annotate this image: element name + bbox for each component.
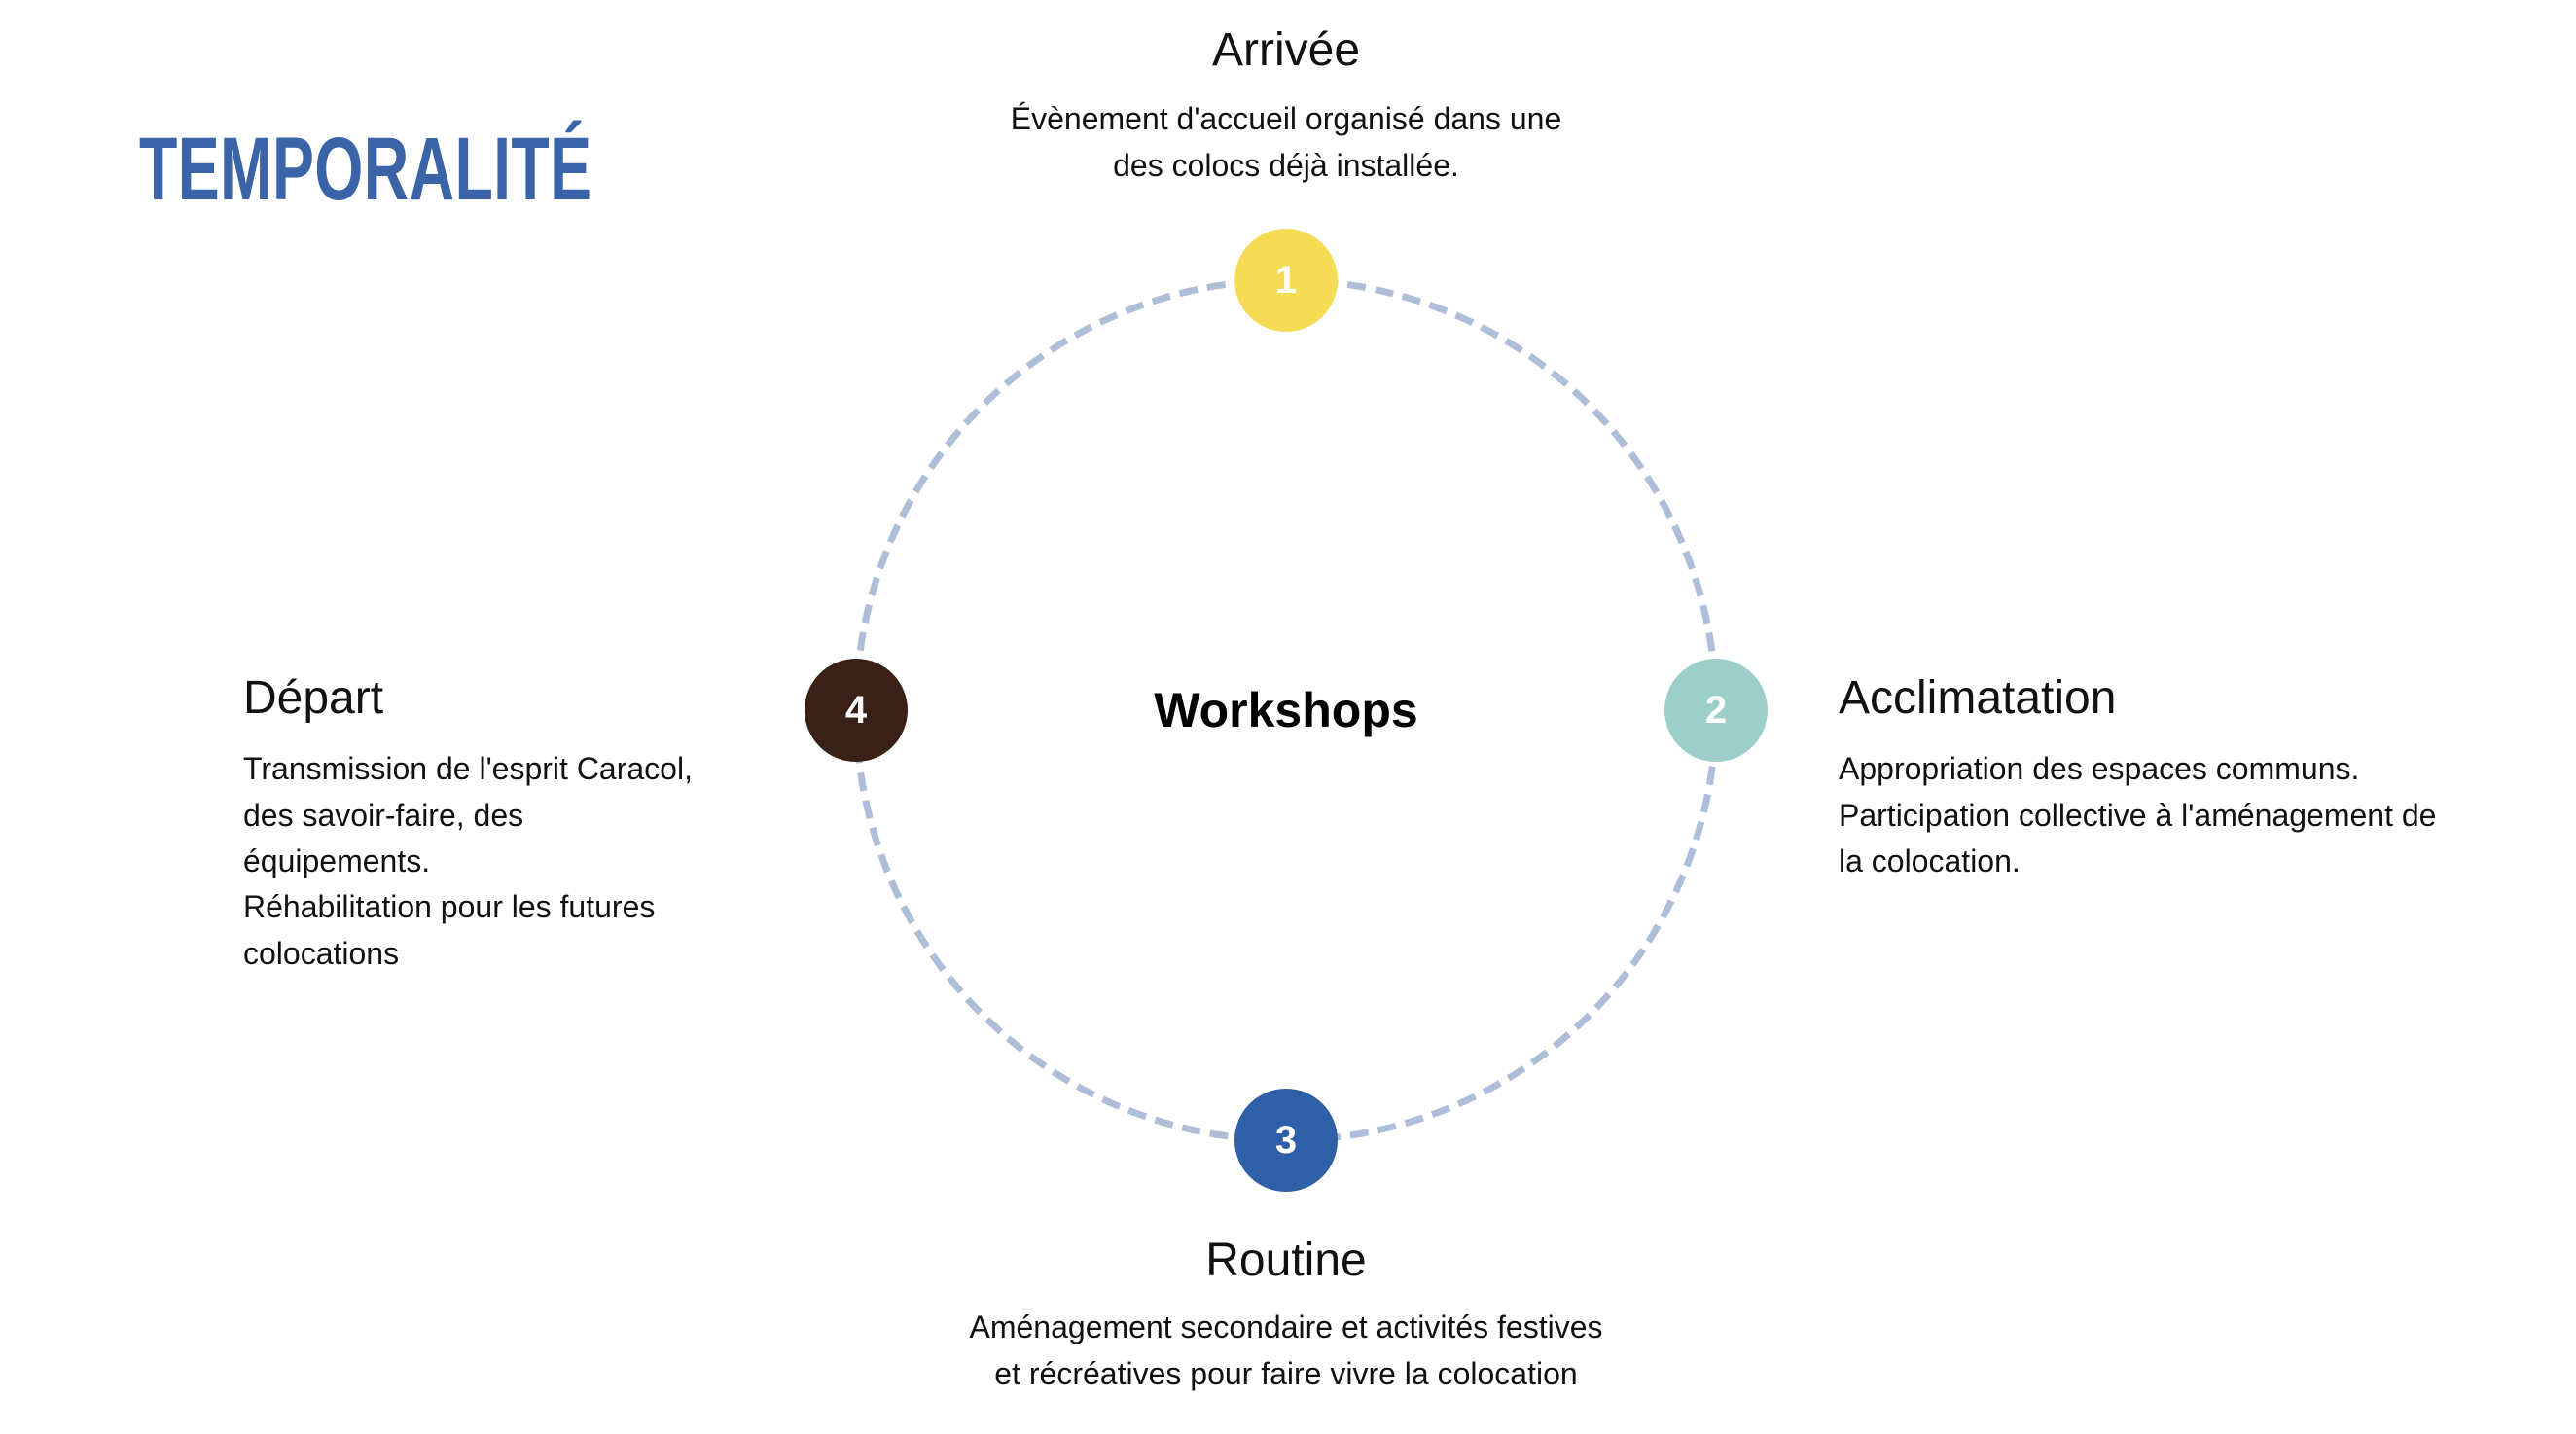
diagram-center-label: Workshops <box>1154 683 1418 737</box>
desc-line: Appropriation des espaces communs. <box>1839 751 2360 787</box>
stage-title-routine: Routine <box>1205 1235 1367 1286</box>
stage-block-acclimatation: Acclimatation Appropriation des espaces … <box>1839 671 2539 884</box>
desc-line: Réhabilitation pour les futures <box>243 889 656 925</box>
cycle-node-1[interactable]: 1 <box>1234 229 1338 332</box>
cycle-node-4[interactable]: 4 <box>805 659 908 762</box>
desc-line: la colocation. <box>1839 842 2021 878</box>
page-title: TEMPORALITÉ <box>139 120 592 219</box>
stage-desc-depart: Transmission de l'esprit Caracol, des sav… <box>243 746 788 977</box>
desc-line: Évènement d'accueil organisé dans une <box>1010 101 1562 137</box>
desc-line: Aménagement secondaire et activités fest… <box>969 1309 1603 1345</box>
desc-line: et récréatives pour faire vivre la coloc… <box>994 1355 1578 1391</box>
stage-title-arrivee: Arrivée <box>1211 24 1361 76</box>
stage-block-routine: Routine Aménagement secondaire et activi… <box>970 1234 1603 1397</box>
cycle-node-2-number: 2 <box>1704 689 1728 732</box>
desc-line: des colocs déjà installée. <box>1113 147 1459 183</box>
stage-block-arrivee: Arrivée Évènement d'accueil organisé dan… <box>955 23 1617 189</box>
stage-title-acclimatation: Acclimatation <box>1839 672 2117 724</box>
stage-desc-acclimatation: Appropriation des espaces communs. Partic… <box>1839 746 2539 884</box>
desc-line: équipements. <box>243 842 431 878</box>
cycle-node-4-number: 4 <box>844 689 868 732</box>
desc-line: Transmission de l'esprit Caracol, <box>243 751 693 787</box>
cycle-node-3-number: 3 <box>1274 1119 1298 1162</box>
stage-desc-routine: Aménagement secondaire et activités fest… <box>970 1305 1603 1397</box>
cycle-node-2[interactable]: 2 <box>1664 659 1768 762</box>
stage-desc-arrivee: Évènement d'accueil organisé dans une des… <box>955 96 1617 189</box>
cycle-node-3[interactable]: 3 <box>1234 1089 1338 1192</box>
cycle-node-1-number: 1 <box>1274 259 1298 302</box>
desc-line: Participation collective à l'aménagement… <box>1839 797 2437 833</box>
desc-line: des savoir-faire, des <box>243 797 524 833</box>
stage-block-depart: Départ Transmission de l'esprit Caracol,… <box>243 671 788 977</box>
stage-title-depart: Départ <box>243 672 384 724</box>
desc-line: colocations <box>243 935 400 971</box>
